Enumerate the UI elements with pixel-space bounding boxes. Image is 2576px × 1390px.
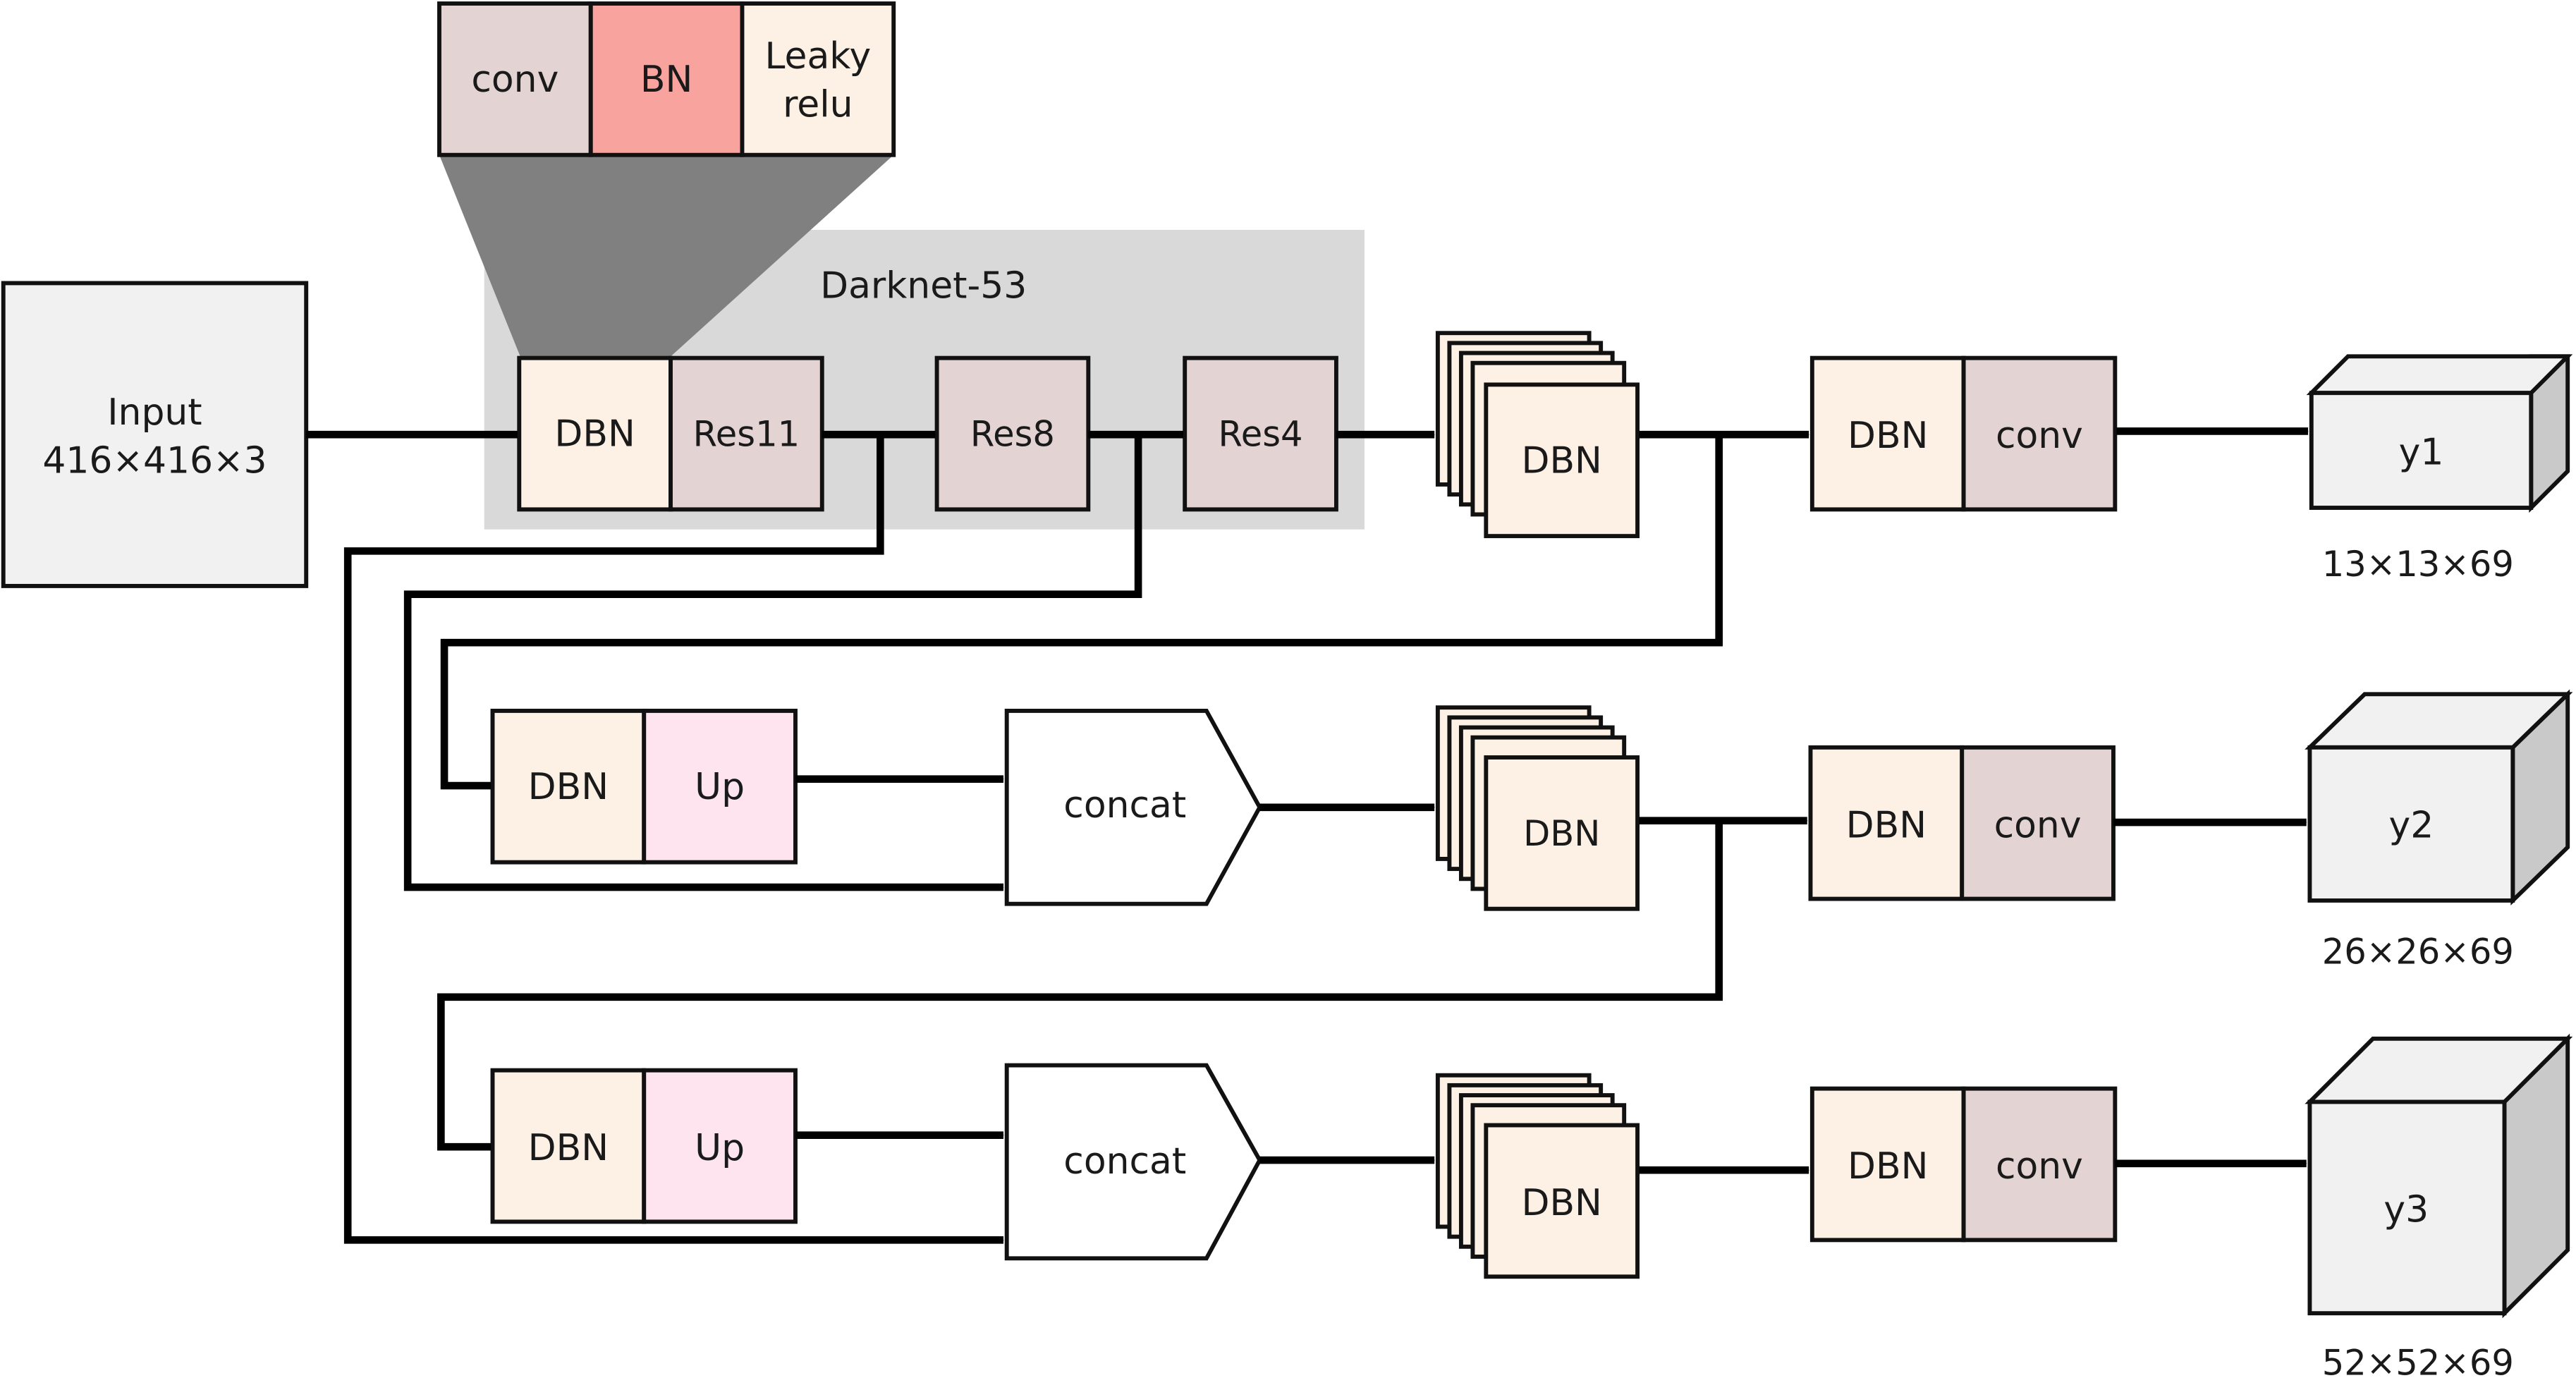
output-y3-label: y3 [2383,1188,2429,1231]
scale3-up-label: Up [695,1127,745,1169]
scale2-upsample-dbn-label: DBN [528,766,609,808]
scale2-concat-label: concat [1063,784,1186,827]
output-y2-dims: 26×26×69 [2322,932,2514,973]
detail-leaky-cell [740,1,896,157]
scale2-conv-label: conv [1994,804,2082,846]
scale3-stack-label: DBN [1521,1182,1601,1224]
dbn-detail-block: conv BN Leaky relu [437,1,896,157]
scale2-dbn-label: DBN [1846,804,1927,846]
res4-label: Res4 [1219,414,1303,455]
route-branch2-to-upsample3 [437,820,1723,1151]
scale1-conv-block [1961,355,2118,512]
scale2-dbn-block [1808,745,1965,901]
detail-conv-cell [437,1,593,157]
detail-leaky-label-line1: Leaky [765,35,872,78]
scale2-dbn-stack: DBN [1435,705,1640,911]
connectors [306,427,2309,1244]
scale3-dbn-block [1809,1086,1966,1243]
dbn-detail-funnel [439,154,894,358]
scale3-concat-label: concat [1063,1140,1186,1183]
scale2-concat-node [1004,708,1262,906]
output-y2-label: y2 [2389,804,2434,846]
backbone-dbn-label: DBN [554,413,635,456]
output-y1-cube: y1 [2306,354,2573,513]
scale1-stack-label: DBN [1521,439,1601,482]
input-dims: 416×416×3 [42,439,267,482]
route-res11-to-concat3 [343,434,1004,1244]
res4-block [1183,355,1338,512]
res11-label: Res11 [693,414,800,455]
scale1-dbn-block [1809,355,1966,512]
output-y2-cube: y2 [2305,689,2573,906]
output-y3-cube: y3 [2305,1033,2573,1319]
scale2-stack-label: DBN [1523,813,1600,854]
detail-bn-label: BN [640,59,692,101]
scale1-conv-label: conv [1996,415,2083,457]
scale3-up-block [642,1068,798,1224]
darknet-title: Darknet-53 [820,265,1027,307]
scale3-upsample-dbn-label: DBN [528,1127,609,1169]
scale1-dbn-label: DBN [1848,415,1928,457]
output-y1-label: y1 [2399,432,2444,474]
route-res8-to-concat2 [403,434,1142,891]
scale1-dbn-stack: DBN [1435,331,1640,539]
scale3-dbn-label: DBN [1848,1145,1928,1188]
res8-block [934,355,1091,512]
route-branch1-to-upsample2 [440,434,1723,790]
output-y3-dims: 52×52×69 [2322,1342,2514,1383]
detail-conv-label: conv [471,59,558,101]
input-box [1,281,309,588]
scale2-up-block [642,708,798,865]
input-label: Input [107,391,202,434]
scale3-conv-label: conv [1996,1145,2083,1188]
res8-label: Res8 [970,414,1055,455]
scale3-dbn-stack: DBN [1435,1073,1640,1279]
res11-block [669,355,824,512]
scale3-concat-node [1004,1063,1262,1261]
detail-bn-cell [588,1,745,157]
output-y1-dims: 13×13×69 [2322,544,2514,585]
detail-leaky-label-line2: relu [783,83,853,126]
scale2-up-label: Up [695,766,745,808]
